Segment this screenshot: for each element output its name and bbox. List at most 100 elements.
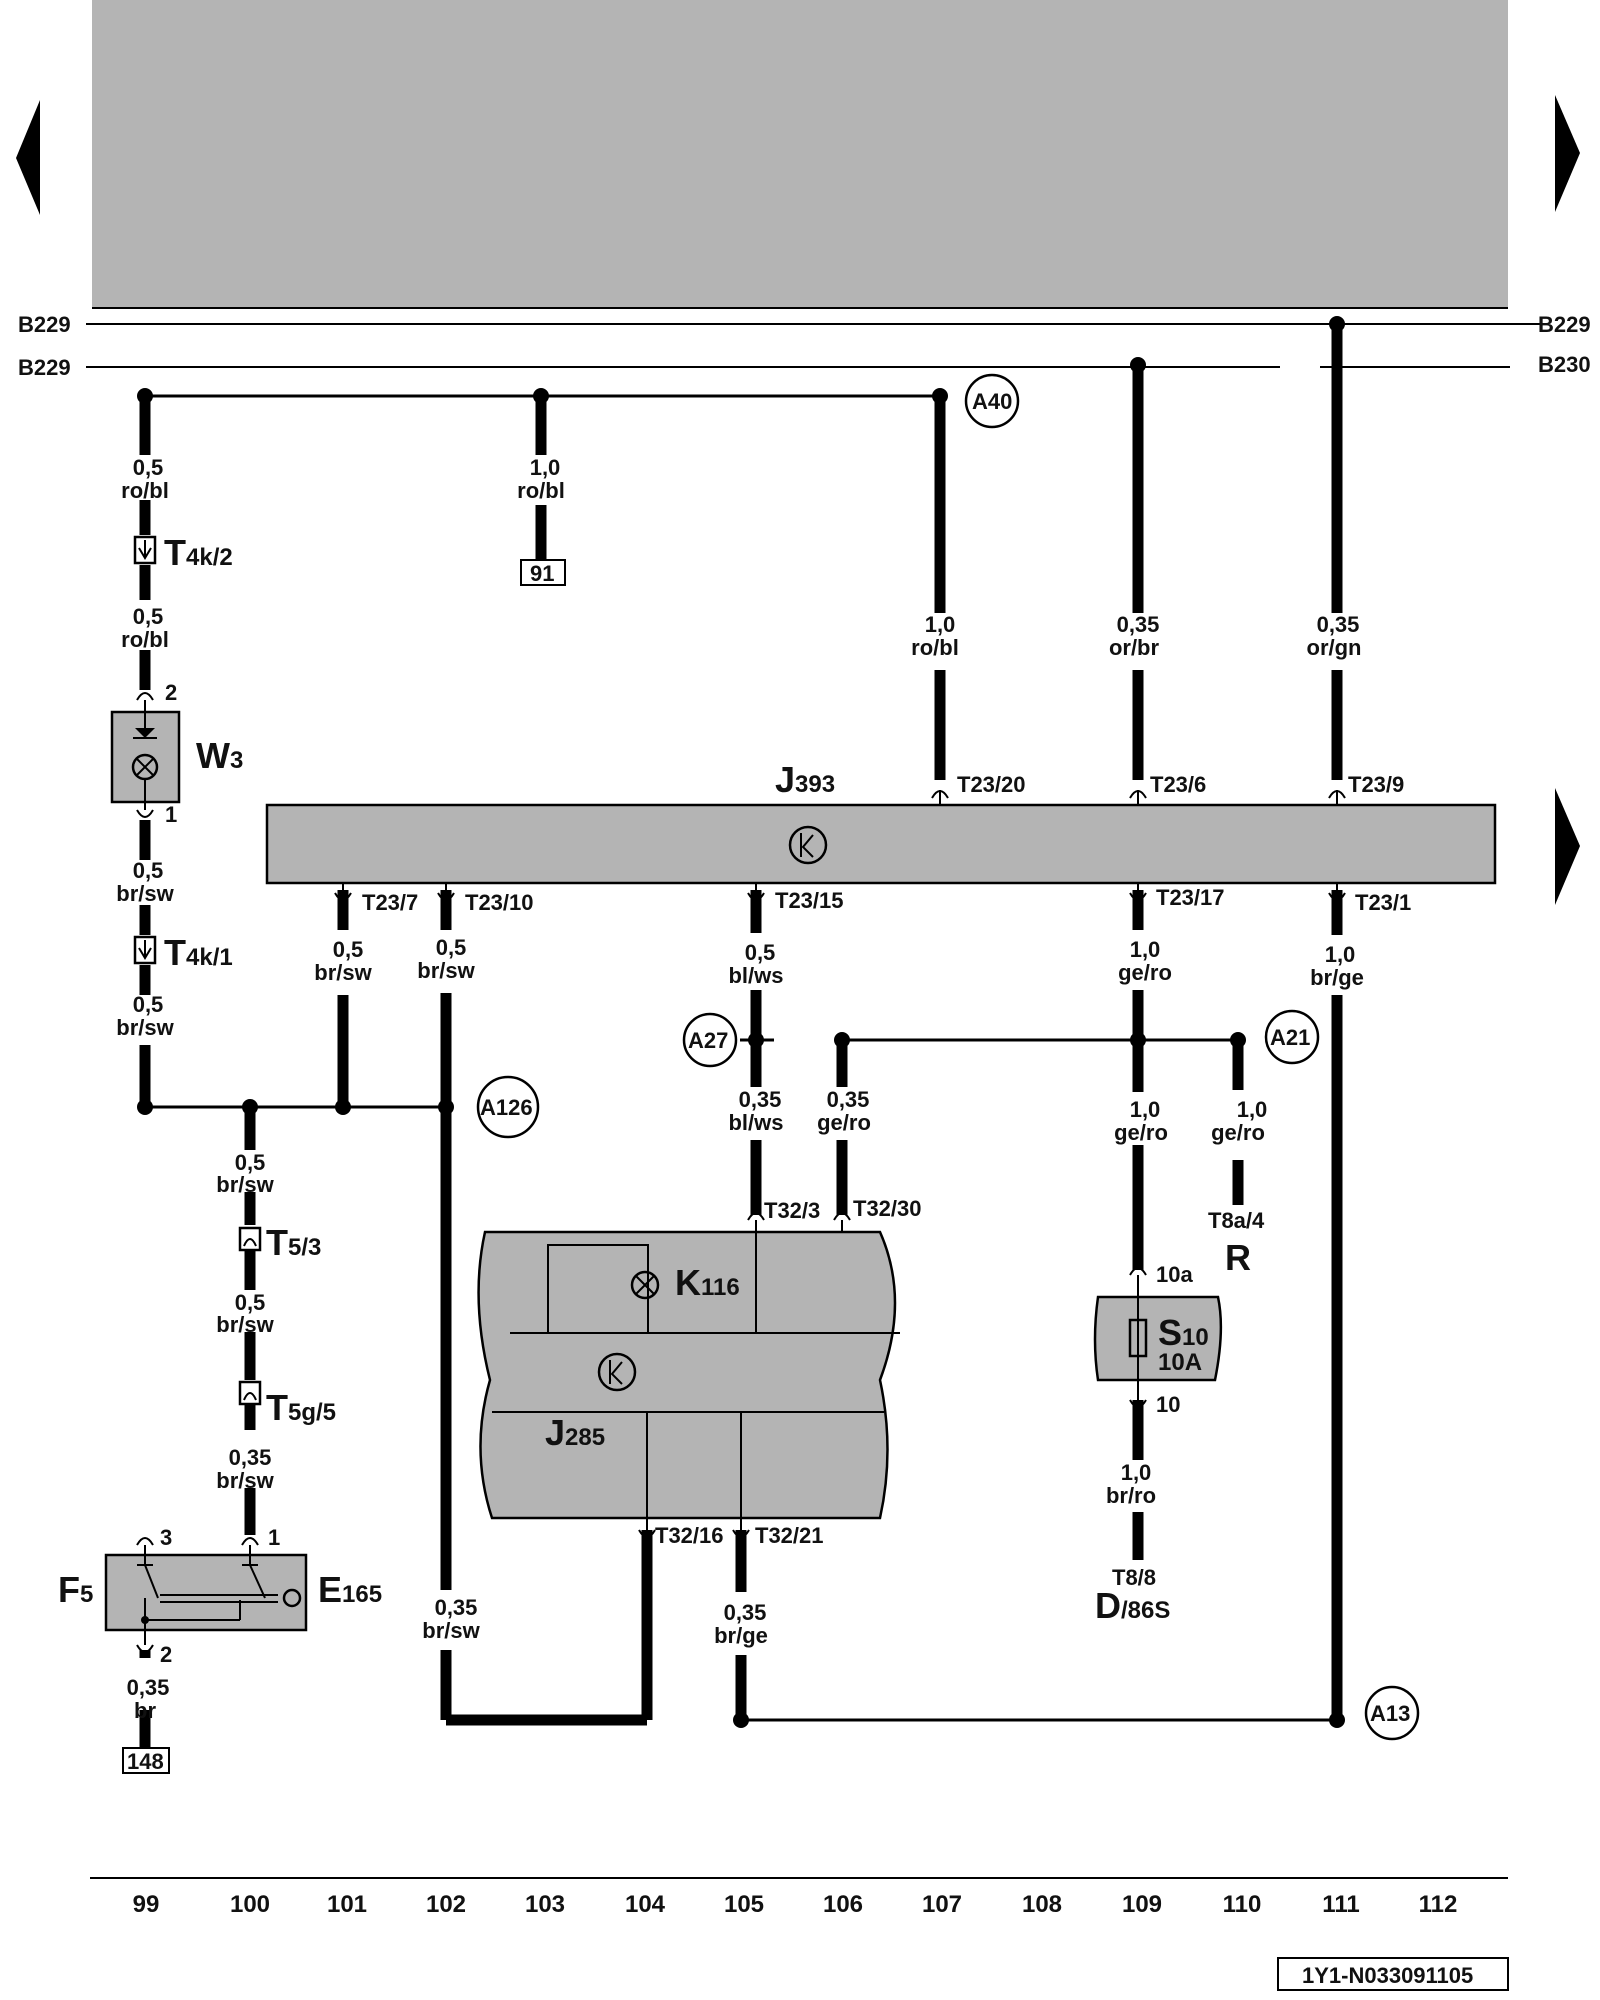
track-number: 109 xyxy=(1122,1891,1162,1918)
continue-arrow[interactable] xyxy=(1555,788,1580,905)
svg-text:ro/bl: ro/bl xyxy=(517,478,565,503)
s10-fuse[interactable] xyxy=(1093,1295,1223,1382)
svg-text:0,35: 0,35 xyxy=(739,1087,782,1112)
svg-text:0,5: 0,5 xyxy=(333,937,364,962)
svg-text:0,5: 0,5 xyxy=(436,935,467,960)
svg-text:T23/6: T23/6 xyxy=(1150,772,1206,797)
svg-text:T4k/2: T4k/2 xyxy=(164,532,233,573)
svg-text:T23/10: T23/10 xyxy=(465,890,534,915)
w3-pin-2: 2 xyxy=(165,680,177,705)
track-number: 106 xyxy=(823,1891,863,1918)
svg-text:br/ge: br/ge xyxy=(1310,965,1364,990)
node-a126[interactable]: A126 xyxy=(480,1095,533,1120)
svg-text:0,35: 0,35 xyxy=(827,1087,870,1112)
svg-text:0,35: 0,35 xyxy=(229,1445,272,1470)
track-number: 111 xyxy=(1322,1891,1359,1918)
svg-text:0,5: 0,5 xyxy=(745,940,776,965)
track-number: 108 xyxy=(1022,1891,1062,1918)
control-unit-symbol-icon xyxy=(788,825,828,865)
bus-label-left-1: B229 xyxy=(18,312,71,337)
j393-control-unit[interactable] xyxy=(265,803,1497,885)
w3-label: W3 xyxy=(196,735,243,776)
bus-label-right-1: B229 xyxy=(1538,312,1591,337)
svg-text:ro/bl: ro/bl xyxy=(121,478,169,503)
svg-text:T23/17: T23/17 xyxy=(1156,885,1225,910)
node-a27[interactable]: A27 xyxy=(688,1028,728,1053)
footer-code-box xyxy=(1277,1957,1509,1991)
svg-text:ge/ro: ge/ro xyxy=(817,1110,871,1135)
svg-text:1,0: 1,0 xyxy=(1130,1097,1161,1122)
svg-text:T32/21: T32/21 xyxy=(755,1523,824,1548)
svg-text:T4k/1: T4k/1 xyxy=(164,932,233,973)
pin-symbols xyxy=(136,692,1346,1653)
svg-text:ro/bl: ro/bl xyxy=(911,635,959,660)
svg-text:bl/ws: bl/ws xyxy=(728,963,783,988)
next-page-arrow[interactable] xyxy=(1555,95,1580,212)
track-number: 100 xyxy=(230,1891,270,1918)
switch-pin-2: 2 xyxy=(160,1642,172,1667)
bus-label-right-2: B230 xyxy=(1538,352,1591,377)
f5-label: F5 xyxy=(58,1569,93,1610)
svg-text:T23/20: T23/20 xyxy=(957,772,1026,797)
prev-page-arrow[interactable] xyxy=(16,100,40,215)
e165-label: E165 xyxy=(318,1569,382,1610)
svg-text:T5g/5: T5g/5 xyxy=(266,1387,336,1428)
track-number: 103 xyxy=(525,1891,565,1918)
svg-text:ro/bl: ro/bl xyxy=(121,627,169,652)
svg-text:0,35: 0,35 xyxy=(724,1600,767,1625)
j393-label: J393 xyxy=(775,759,835,800)
svg-text:0,5: 0,5 xyxy=(235,1150,266,1175)
svg-text:br/sw: br/sw xyxy=(417,958,475,983)
svg-text:br/sw: br/sw xyxy=(216,1172,274,1197)
node-a21[interactable]: A21 xyxy=(1270,1025,1310,1050)
footer-code: 1Y1-N033091105 xyxy=(1302,1963,1473,1988)
d-label: D/86S xyxy=(1095,1585,1170,1626)
ref-91[interactable]: 91 xyxy=(530,561,554,586)
svg-text:0,35: 0,35 xyxy=(1117,612,1160,637)
wire-labels: 0,5ro/bl 0,5ro/bl 0,5br/sw 0,5br/sw 0,5b… xyxy=(116,455,1364,1723)
w3-pin-1: 1 xyxy=(165,802,177,827)
track-number: 105 xyxy=(724,1891,764,1918)
svg-text:1,0: 1,0 xyxy=(1325,942,1356,967)
svg-text:T23/7: T23/7 xyxy=(362,890,418,915)
svg-text:T32/30: T32/30 xyxy=(853,1196,922,1221)
ref-box-148[interactable] xyxy=(122,1747,170,1774)
svg-text:0,5: 0,5 xyxy=(235,1290,266,1315)
k116-label: K116 xyxy=(675,1262,740,1303)
svg-text:1,0: 1,0 xyxy=(1121,1460,1152,1485)
upper-panel-area xyxy=(92,0,1508,308)
svg-text:br/sw: br/sw xyxy=(216,1468,274,1493)
svg-text:1,0: 1,0 xyxy=(1130,937,1161,962)
svg-text:0,5: 0,5 xyxy=(133,858,164,883)
f5-e165-switch[interactable] xyxy=(104,1553,308,1632)
ref-box-91[interactable] xyxy=(520,559,566,586)
track-number: 102 xyxy=(426,1891,466,1918)
svg-text:0,5: 0,5 xyxy=(133,992,164,1017)
svg-text:0,5: 0,5 xyxy=(133,455,164,480)
switch-pin-3: 3 xyxy=(160,1525,172,1550)
junction-dots xyxy=(137,316,1345,1728)
svg-text:br/ro: br/ro xyxy=(1106,1483,1156,1508)
svg-text:bl/ws: bl/ws xyxy=(728,1110,783,1135)
svg-text:1,0: 1,0 xyxy=(1237,1097,1268,1122)
node-a13[interactable]: A13 xyxy=(1370,1701,1410,1726)
s10-pin-out: 10 xyxy=(1156,1392,1180,1417)
svg-text:T23/1: T23/1 xyxy=(1355,890,1411,915)
inline-connector-icons xyxy=(133,535,262,1406)
svg-text:T32/16: T32/16 xyxy=(655,1523,724,1548)
svg-text:0,35: 0,35 xyxy=(127,1675,170,1700)
svg-text:1,0: 1,0 xyxy=(925,612,956,637)
svg-text:T8/8: T8/8 xyxy=(1112,1565,1156,1590)
svg-text:br: br xyxy=(134,1698,156,1723)
j285-instrument-cluster[interactable] xyxy=(477,1230,897,1520)
svg-text:T23/9: T23/9 xyxy=(1348,772,1404,797)
node-a40[interactable]: A40 xyxy=(972,389,1012,414)
s10-label: S10 xyxy=(1158,1312,1209,1353)
track-number: 101 xyxy=(327,1891,367,1918)
bus-label-left-2: B229 xyxy=(18,355,71,380)
ref-148[interactable]: 148 xyxy=(127,1749,164,1774)
switch-pin-1: 1 xyxy=(268,1525,280,1550)
svg-text:br/sw: br/sw xyxy=(216,1312,274,1337)
svg-text:1,0: 1,0 xyxy=(530,455,561,480)
